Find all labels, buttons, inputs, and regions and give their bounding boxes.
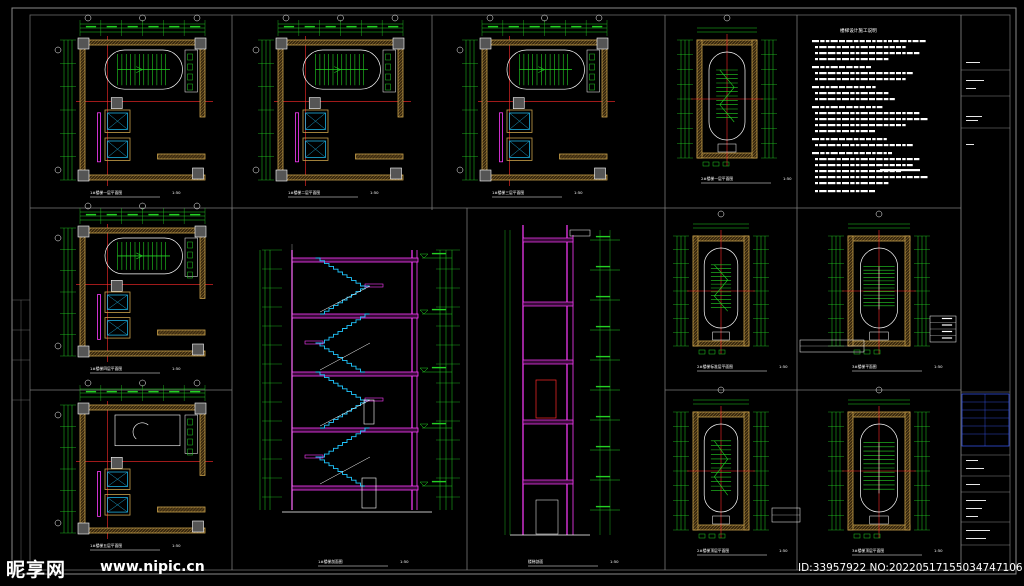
sheet-scale: 1:50 <box>172 543 181 548</box>
sheet-title: 1#楼梯五层平面图 <box>90 543 122 548</box>
sheet-title: 1#楼梯一层平面图 <box>90 190 122 195</box>
sheet-scale: 1:50 <box>934 364 943 369</box>
sheet-label: 2#楼梯标准层平面图 1:50 <box>697 364 788 372</box>
sheet-scale: 1:50 <box>610 559 619 564</box>
sheet-title: 2#楼梯一层平面图 <box>701 176 733 181</box>
sheet-title: 楼梯剖面 <box>528 559 543 564</box>
left-margin-strip <box>12 299 30 570</box>
narrow-stair-plan: 2#楼梯标准层平面图 1:50 <box>673 210 788 372</box>
sheet-title: 1#楼梯四层平面图 <box>90 366 122 371</box>
watermark-logo: 昵享网 <box>6 559 67 581</box>
sheet-label: 3#楼梯平面图 1:50 <box>852 364 943 372</box>
sheet-scale: 1:50 <box>370 190 379 195</box>
watermark-id: ID:33957922 NO:20220517155034747106 <box>798 562 1023 574</box>
sections-layer: 1#楼梯剖面图 1:50 楼梯剖面 1:50 <box>259 225 620 567</box>
outer-frame <box>11 7 1017 575</box>
floor-plan: 1#楼梯二层平面图 1:50 <box>252 14 411 198</box>
floor-plan: 1#楼梯四层平面图 1:50 <box>54 202 213 374</box>
sheet-title: 3#楼梯顶层平面图 <box>852 548 884 553</box>
sheet-title: 1#楼梯二层平面图 <box>288 190 320 195</box>
floor-plan: 1#楼梯一层平面图 1:50 <box>54 14 213 198</box>
sheet-label: 1#楼梯一层平面图 1:50 <box>90 190 181 198</box>
narrow-stair-plan: 2#楼梯一层平面图 1:50 <box>677 14 792 184</box>
sheet-title: 3#楼梯平面图 <box>852 364 877 369</box>
sheet-scale: 1:50 <box>400 559 409 564</box>
sheet-scale: 1:50 <box>934 548 943 553</box>
elevator-section: 楼梯剖面 1:50 <box>504 225 620 567</box>
sheet-title: 1#楼梯剖面图 <box>318 559 343 564</box>
sheet-scale: 1:50 <box>574 190 583 195</box>
sheet-label: 1#楼梯五层平面图 1:50 <box>90 543 181 551</box>
sheet-dividers <box>30 15 961 570</box>
design-notes-panel: 楼梯设计施工说明 <box>812 27 928 193</box>
stair-section: 1#楼梯剖面图 1:50 <box>259 244 460 567</box>
sheet-label: 3#楼梯顶层平面图 1:50 <box>852 548 943 556</box>
sheet-label: 1#楼梯四层平面图 1:50 <box>90 366 181 374</box>
sheet-scale: 1:50 <box>172 190 181 195</box>
sheet-label: 1#楼梯三层平面图 1:50 <box>492 190 583 198</box>
floor-plan: 1#楼梯五层平面图 1:50 <box>54 379 213 551</box>
sheet-label: 楼梯剖面 1:50 <box>528 559 619 567</box>
sheet-label: 1#楼梯剖面图 1:50 <box>318 559 409 567</box>
sheet-scale: 1:50 <box>783 176 792 181</box>
legend-box <box>771 315 957 523</box>
sheet-scale: 1:50 <box>779 548 788 553</box>
floor-plan: 1#楼梯三层平面图 1:50 <box>456 14 615 198</box>
sheet-title: 2#楼梯标准层平面图 <box>697 364 733 369</box>
inner-frame <box>29 14 1011 571</box>
sheet-scale: 1:50 <box>779 364 788 369</box>
sheet-label: 2#楼梯顶层平面图 1:50 <box>697 548 788 556</box>
sheet-scale: 1:50 <box>172 366 181 371</box>
sheet-label: 1#楼梯二层平面图 1:50 <box>288 190 379 198</box>
sheet-title: 1#楼梯三层平面图 <box>492 190 524 195</box>
sheet-label: 2#楼梯一层平面图 1:50 <box>701 176 792 184</box>
watermark-url: www.nipic.cn <box>100 559 205 575</box>
notes-title: 楼梯设计施工说明 <box>840 27 877 34</box>
narrow-stair-plan: 2#楼梯顶层平面图 1:50 <box>673 386 788 556</box>
narrow-stair-plan: 3#楼梯平面图 1:50 <box>828 210 943 372</box>
title-block <box>960 15 1010 570</box>
sheet-title: 2#楼梯顶层平面图 <box>697 548 729 553</box>
narrow-stair-plan: 3#楼梯顶层平面图 1:50 <box>828 386 943 556</box>
